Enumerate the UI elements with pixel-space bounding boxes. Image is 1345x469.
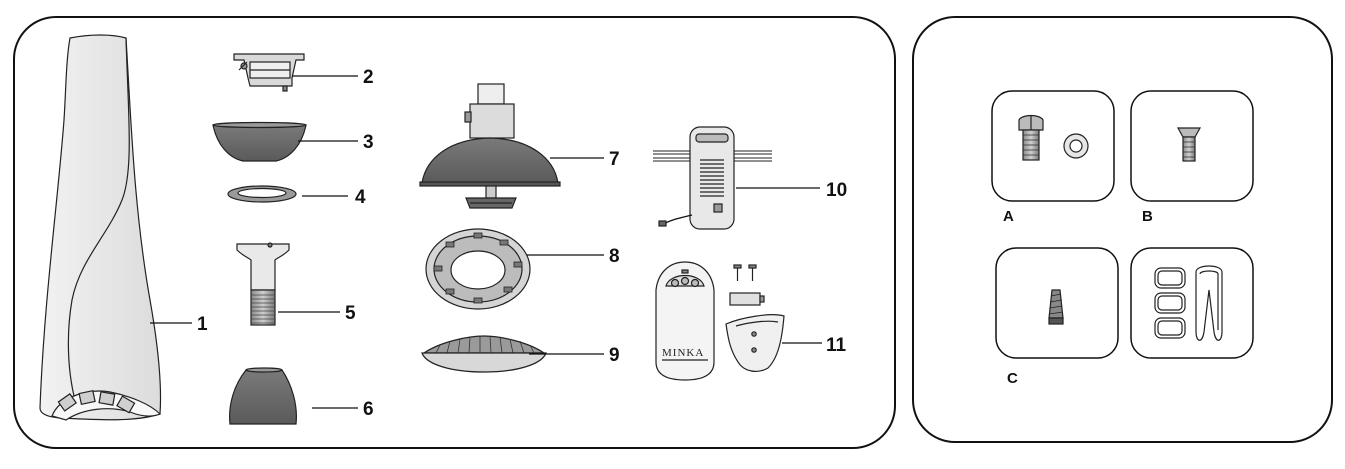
part-number-7: 7 [609,149,620,170]
part-number-10: 10 [826,180,847,201]
mounting-bracket-illustration [233,53,305,92]
part-number-3: 3 [363,132,374,153]
remote-brand-label: MINKA [662,347,704,359]
canopy-ring-illustration [227,185,297,203]
balancing-weights-illustration [1154,267,1186,339]
balancing-clip-illustration [1195,265,1223,341]
part-number-4: 4 [355,187,366,208]
wire-nut-illustration [1048,289,1064,325]
part-number-9: 9 [609,345,620,366]
coupling-cover-illustration [229,367,297,425]
wall-screws-illustration [733,264,757,281]
remote-wall-holder-illustration [725,314,785,372]
part-number-6: 6 [363,399,374,420]
part-number-2: 2 [363,67,374,88]
balancing-kit-bag [1130,247,1254,359]
hardware-bag-a [991,90,1115,202]
glass-shade-illustration [421,335,547,373]
part-number-8: 8 [609,246,620,267]
downrod-illustration [236,242,290,326]
motor-assembly-illustration [419,83,561,209]
hardware-label-a: A [1003,208,1014,225]
flat-head-screw-illustration [1176,127,1202,162]
blade-illustration [39,34,162,421]
screw-washer-illustration [1018,114,1089,161]
remote-transmitter-illustration: MINKA [655,261,785,381]
canopy-illustration [212,121,307,162]
receiver-illustration [653,126,772,230]
battery-illustration [729,292,761,306]
hardware-panel [912,16,1333,443]
part-number-11: 11 [826,335,847,356]
part-number-5: 5 [345,303,356,324]
hardware-label-c: C [1007,370,1018,387]
hardware-label-b: B [1142,208,1153,225]
part-number-1: 1 [197,314,208,335]
light-kit-plate-illustration [425,228,531,310]
